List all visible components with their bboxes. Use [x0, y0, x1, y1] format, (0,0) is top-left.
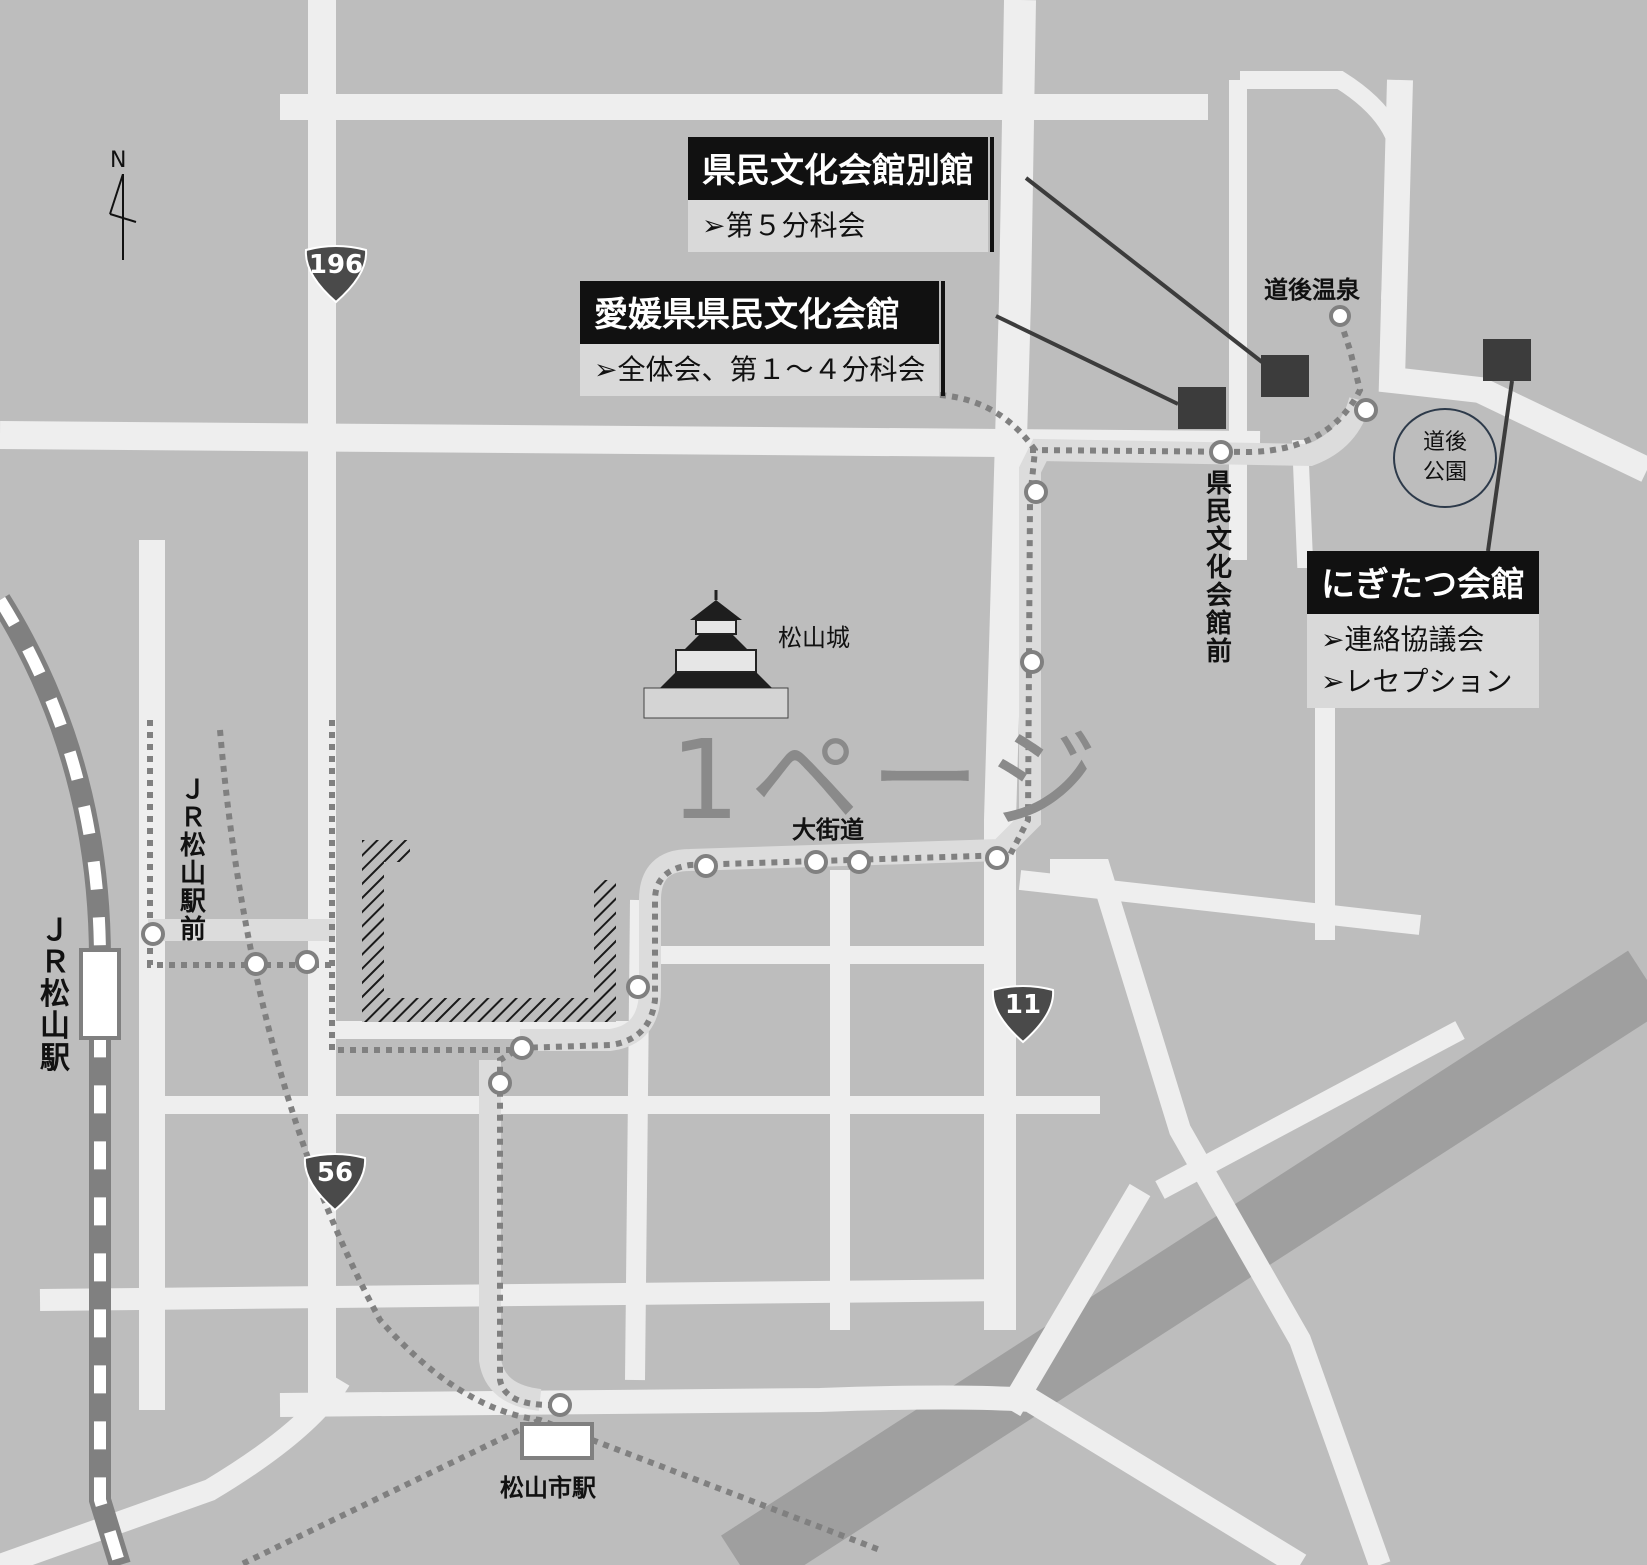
stop-dogo-koen	[1354, 398, 1378, 422]
stop-okaido-3	[804, 850, 828, 874]
venue-title: 愛媛県県民文化会館	[580, 281, 940, 344]
north-arrow: N	[108, 148, 138, 260]
road-bottom-horizontal	[39, 1279, 1011, 1311]
label-jr-matsuyama-ekimae: ＪＲ松山駅前	[179, 775, 206, 945]
road-diag-se	[999, 1183, 1151, 1417]
stop-lower-1	[626, 975, 650, 999]
road-east-diag	[1050, 859, 1391, 1565]
stop-lower-3	[488, 1071, 512, 1095]
stop-kenmin-bunka-kaikan-mae	[1209, 440, 1233, 464]
route-11-shield: 11	[989, 984, 1057, 1044]
label-dogo-onsen: 道後温泉	[1264, 276, 1360, 304]
route-196-label: 196	[308, 250, 364, 280]
marker-kenmin-bunka-kaikan	[1178, 387, 1226, 429]
stop-jr-ekimae-2	[244, 952, 268, 976]
stop-jr-ekimae-3	[295, 950, 319, 974]
matsuyama-shi-station-marker	[520, 1422, 594, 1460]
label-kenmin-bunka-kaikan-mae: 県民文化会館前	[1205, 469, 1232, 667]
stop-dogo-onsen	[1329, 305, 1351, 327]
castle-grounds-hatch	[362, 840, 616, 1022]
jr-matsuyama-station-marker	[79, 948, 121, 1040]
route-56-shield: 56	[301, 1152, 369, 1212]
route-56-label: 56	[316, 1158, 354, 1188]
venue-item: ➢レセプション	[1307, 660, 1539, 708]
railway-band	[721, 950, 1647, 1565]
dogo-park: 道後 公園	[1393, 408, 1497, 508]
road-top-right	[1240, 71, 1410, 301]
label-okaido: 大街道	[792, 816, 864, 844]
venue-item: ➢連絡協議会	[1307, 614, 1539, 660]
dogo-park-line1: 道後	[1422, 430, 1467, 455]
road-central-vertical	[984, 0, 1036, 1330]
castle-icon	[643, 590, 789, 719]
venue-callout-nigitatsu-kaikan: にぎたつ会館 ➢連絡協議会 ➢レセプション	[1307, 551, 1539, 708]
callout-bar	[941, 281, 946, 396]
stop-lower-2	[510, 1036, 534, 1060]
venue-item: ➢全体会、第１～４分科会	[580, 344, 940, 396]
stop-central-1	[1024, 480, 1048, 504]
route-11-label: 11	[1004, 990, 1042, 1020]
stop-matsuyama-shi	[548, 1393, 572, 1417]
north-label: N	[110, 148, 127, 173]
stop-jr-ekimae-1	[141, 922, 165, 946]
venue-markers	[1178, 339, 1531, 429]
jr-railway-dash	[0, 596, 126, 1565]
tram-lines	[147, 319, 1364, 1565]
marker-nigitatsu-kaikan	[1483, 339, 1531, 381]
road-east-diag-2	[1155, 1021, 1465, 1199]
jr-railway	[0, 594, 131, 1565]
venue-title: にぎたつ会館	[1307, 551, 1539, 614]
venue-callout-kenmin-bunka-kaikan-bekkan: 県民文化会館別館 ➢第５分科会	[688, 137, 994, 252]
venue-item: ➢第５分科会	[688, 200, 988, 252]
stop-okaido-2	[847, 850, 871, 874]
page-watermark: 1ページ	[670, 716, 1108, 844]
label-jr-matsuyama-station: ＪＲ松山駅	[40, 913, 70, 1076]
road-lower-left-curve	[0, 1374, 350, 1565]
marker-kenmin-bunka-kaikan-bekkan	[1261, 355, 1309, 397]
road-east-horizontal	[1018, 870, 1422, 935]
route-196-shield: 196	[302, 244, 370, 304]
dogo-park-line2: 公園	[1422, 460, 1467, 485]
venue-callout-ehime-kenmin-bunka-kaikan: 愛媛県県民文化会館 ➢全体会、第１～４分科会	[580, 281, 946, 396]
label-matsuyama-castle: 松山城	[778, 624, 850, 652]
stop-okaido-4	[694, 854, 718, 878]
north-arrow-icon	[109, 174, 137, 260]
label-matsuyama-shi-station: 松山市駅	[500, 1474, 596, 1502]
stop-central-2	[1020, 650, 1044, 674]
callout-bar	[990, 137, 994, 252]
tram-stops	[141, 305, 1378, 1417]
venue-title: 県民文化会館別館	[688, 137, 988, 200]
tram-routes	[148, 396, 1371, 1411]
leader-lines	[995, 176, 1514, 552]
stop-okaido-1	[985, 846, 1009, 870]
